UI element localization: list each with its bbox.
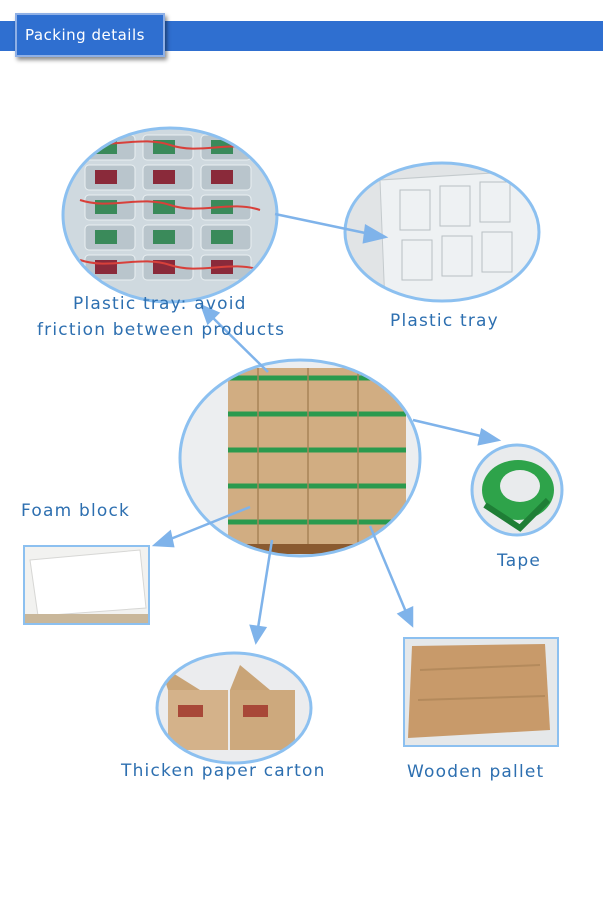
carton-pallet-photo bbox=[178, 358, 422, 558]
plastic-tray-photo bbox=[343, 161, 541, 303]
foam-block-label: Foam block bbox=[21, 501, 131, 521]
arrow-to-carton bbox=[249, 539, 274, 645]
plastic-tray-label: Plastic tray bbox=[390, 311, 499, 331]
tape-photo bbox=[470, 443, 564, 537]
arrow-to-foam-block bbox=[151, 505, 251, 548]
plastic-tray-avoid-line2: friction between products bbox=[37, 320, 286, 340]
plastic-tray-products-photo bbox=[61, 126, 279, 304]
header-tab: Packing details bbox=[15, 13, 165, 57]
arrow-to-wooden-pallet bbox=[368, 525, 414, 628]
page-title: Packing details bbox=[25, 26, 145, 44]
paper-carton-photo bbox=[155, 651, 313, 765]
arrow-to-tape bbox=[412, 418, 502, 446]
arrow-to-product-tray bbox=[199, 303, 269, 373]
wooden-pallet-label: Wooden pallet bbox=[407, 762, 545, 782]
plastic-tray-avoid-line1: Plastic tray: avoid bbox=[73, 294, 247, 314]
arrow-to-plastic-tray bbox=[274, 212, 389, 244]
wooden-pallet-photo bbox=[403, 637, 559, 747]
thicken-paper-carton-label: Thicken paper carton bbox=[121, 761, 326, 781]
tape-label: Tape bbox=[497, 551, 542, 571]
foam-block-photo bbox=[23, 545, 150, 625]
